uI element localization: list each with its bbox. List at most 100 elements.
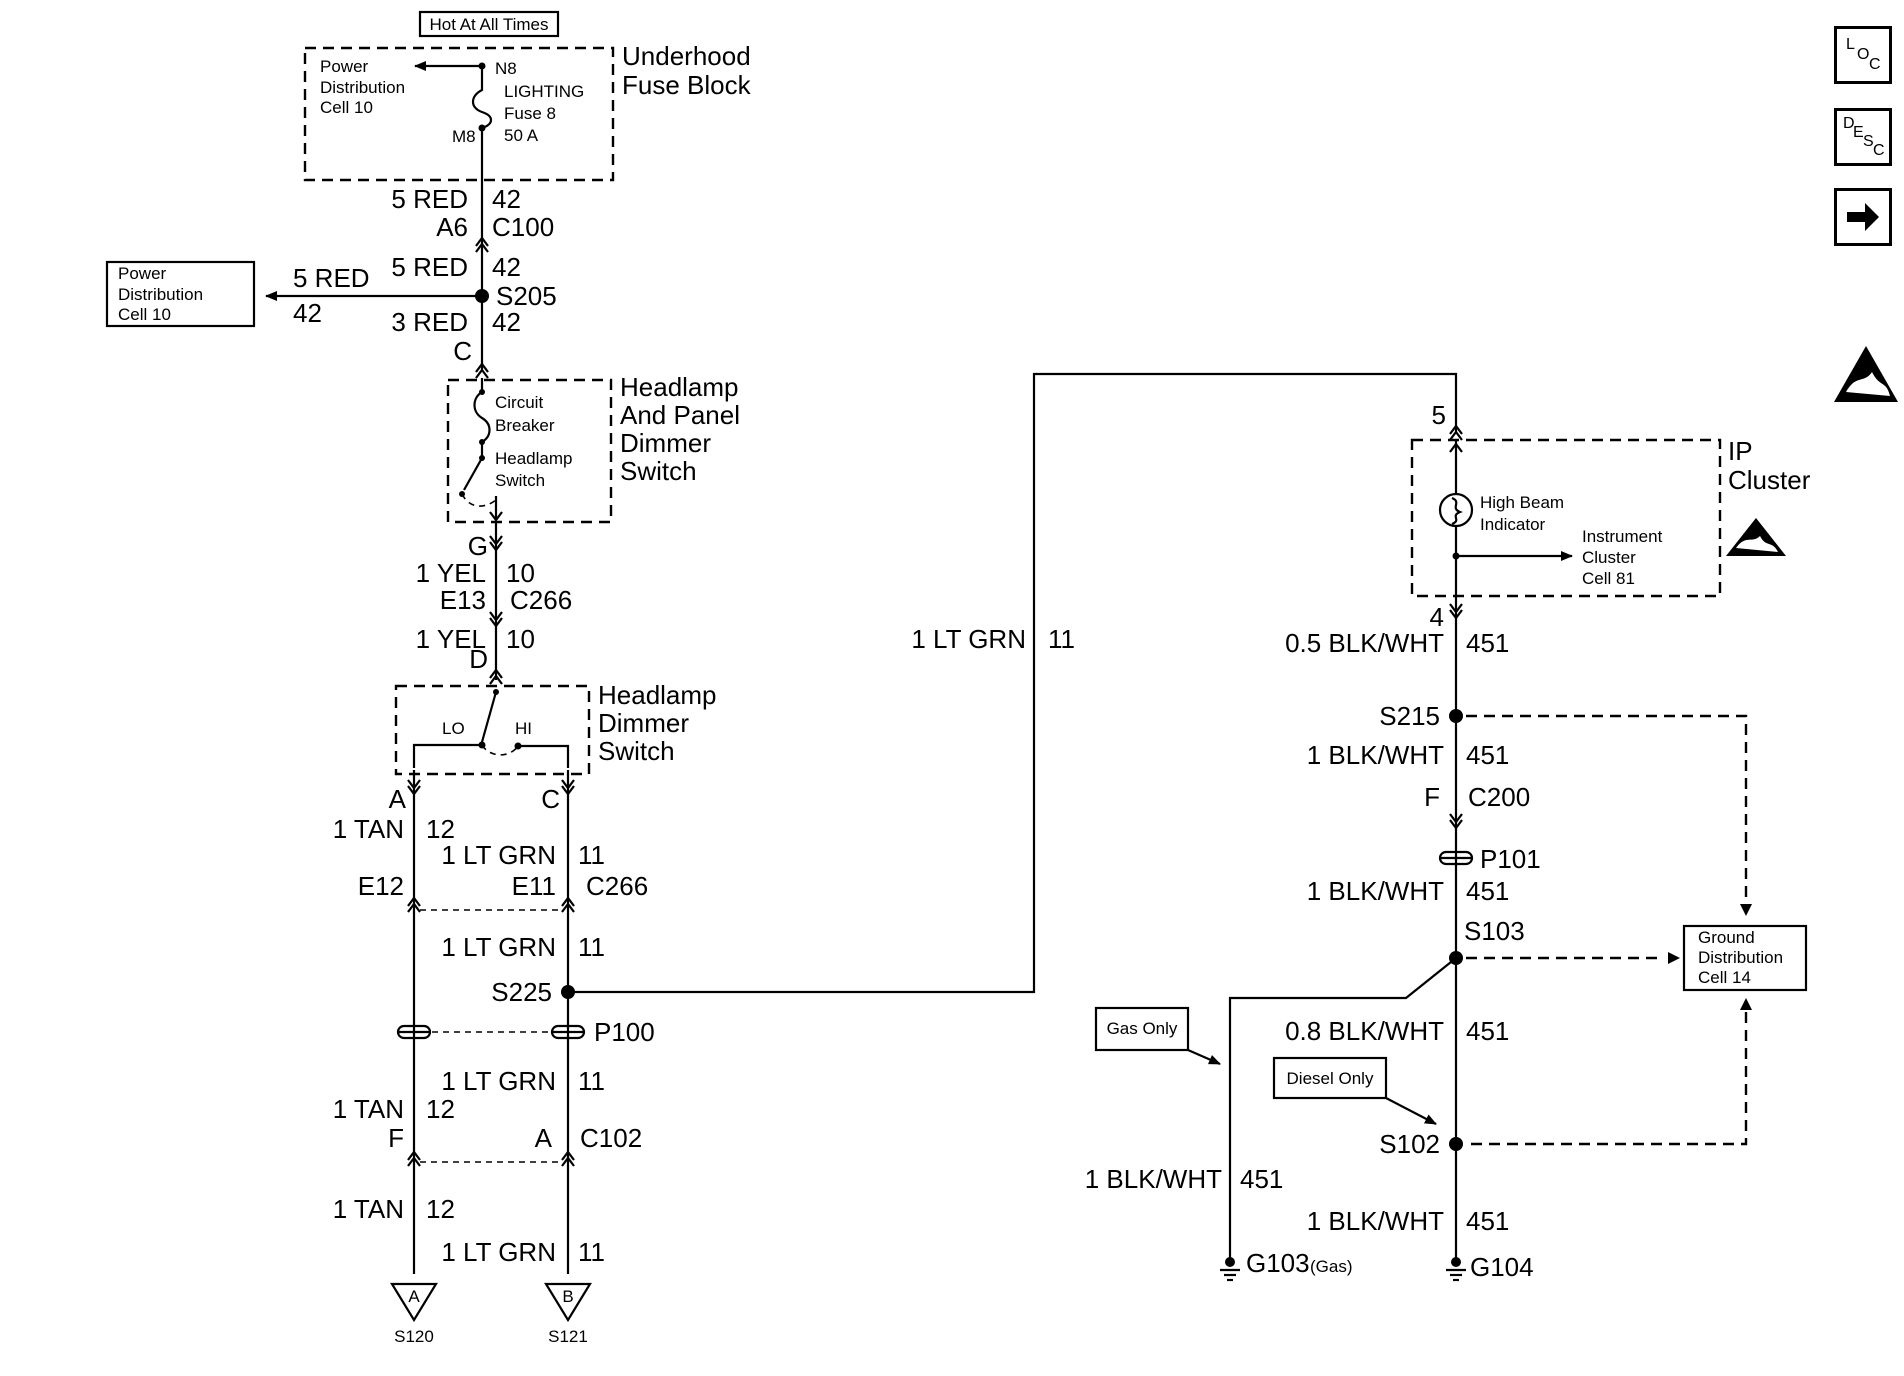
w-a-tan-circuit: 12 [426, 814, 455, 844]
w-a-tan-pin: A [389, 784, 407, 814]
w-tan-low-wire: 1 TAN [333, 1194, 404, 1224]
connector-a-symbol [407, 779, 421, 796]
w-grn-low-wire: 1 LT GRN [441, 1237, 556, 1267]
w-s205-top-circuit: 42 [492, 252, 521, 282]
loc-letter-c: C [1869, 56, 1881, 73]
dimmer-switch-blade [480, 691, 498, 743]
hot-at-all-times-label: Hot At All Times [429, 15, 548, 34]
w-451-b-wire: 1 BLK/WHT [1307, 740, 1444, 770]
headlamp-switch-blade [463, 457, 483, 491]
arrow-right-icon[interactable] [1834, 188, 1892, 246]
w-p100-below-circuit: 11 [578, 1066, 605, 1096]
w-c-grn-pin: C [541, 784, 560, 814]
ip-hb-2: Indicator [1480, 515, 1546, 534]
w-s225-circuit: 11 [578, 932, 605, 962]
s102-label: S102 [1379, 1129, 1440, 1159]
w-451-b-pin: F [1424, 782, 1440, 812]
w-long-wire: 1 LT GRN [911, 624, 1026, 654]
hps-label-4: Switch [620, 456, 697, 486]
fuse-pin-m8: M8 [452, 127, 476, 146]
lighting-fuse-symbol [471, 66, 493, 130]
dimmer-lo: LO [442, 719, 465, 738]
g103-label: G103 [1246, 1248, 1310, 1278]
switch-travel-dotted [461, 493, 497, 507]
ground-g103-symbol [1220, 1257, 1240, 1282]
w-a6-circuit: 42 [492, 184, 521, 214]
desc-letter-s: S [1863, 133, 1874, 150]
w-tan-mid-pin: F [388, 1123, 404, 1153]
w-g-circuit: 10 [506, 558, 535, 588]
dimmer-hi-contact [518, 744, 570, 768]
connector-e11-symbol [561, 896, 575, 913]
w-451-b-circuit: 451 [1466, 740, 1509, 770]
connector-c266-top-symbol [489, 611, 503, 628]
dimmer-label-3: Switch [598, 736, 675, 766]
pd-cell-box-2: Distribution [118, 285, 203, 304]
w-s205-bottom-circuit: 42 [492, 307, 521, 337]
fuse-pin-n8: N8 [495, 59, 517, 78]
s103-label: S103 [1464, 916, 1525, 946]
connector-c-right-symbol [561, 779, 575, 796]
underhood-fuse-block-label-1: Underhood [622, 41, 751, 71]
hps-label-3: Dimmer [620, 428, 711, 458]
w-451-c-wire: 1 BLK/WHT [1307, 876, 1444, 906]
w-451-e-wire: 1 BLK/WHT [1085, 1164, 1222, 1194]
w-s205-left-wire: 5 RED [293, 263, 370, 293]
w-s205-bottom-wire: 3 RED [391, 307, 468, 337]
ip-pin-5: 5 [1432, 400, 1446, 430]
hps-hs-2: Switch [495, 471, 545, 490]
connector-c-symbol [475, 362, 489, 379]
underhood-fuse-block-label-2: Fuse Block [622, 70, 752, 100]
w-s205-top-wire: 5 RED [391, 252, 468, 282]
s215-ground-link [1466, 714, 1748, 910]
gas-only-box [1094, 1006, 1190, 1052]
pd-cell-box-3: Cell 10 [118, 305, 171, 324]
ref-a-label: S120 [394, 1327, 434, 1346]
w-c-grn-connector: C266 [586, 871, 648, 901]
connector-e12-symbol [407, 896, 421, 913]
w-451-a-wire: 0.5 BLK/WHT [1285, 628, 1444, 658]
pd-cell-top-2: Distribution [320, 78, 405, 97]
hot-at-all-times-box [418, 10, 560, 38]
esd-warning-icon [1834, 346, 1898, 402]
dimmer-label-2: Dimmer [598, 708, 689, 738]
s215-label: S215 [1379, 701, 1440, 731]
ground-dist-2: Distribution [1698, 948, 1783, 967]
w-a6-connector: C100 [492, 212, 554, 242]
ip-cluster-outline [1410, 438, 1722, 598]
ref-b-label: S121 [548, 1327, 588, 1346]
connector-c100-symbol [475, 236, 489, 253]
wire-451-gas-branch [1228, 957, 1457, 1258]
w-grn-low-circuit: 11 [578, 1237, 605, 1267]
w-d-wire: 1 YEL [416, 624, 486, 654]
ip-hb-1: High Beam [1480, 493, 1564, 512]
fuse-rating: 50 A [504, 126, 539, 145]
dimmer-label-1: Headlamp [598, 680, 717, 710]
dimmer-hi: HI [515, 719, 532, 738]
gas-only-arrow [1187, 1048, 1221, 1066]
ip-ic-2: Cluster [1582, 548, 1636, 567]
hps-cb-1: Circuit [495, 393, 543, 412]
ip-cluster-label-2: Cluster [1728, 465, 1811, 495]
description-icon[interactable]: D E S C [1834, 108, 1892, 166]
location-icon[interactable]: L O C [1834, 26, 1892, 84]
ref-a-letter: A [408, 1287, 420, 1306]
loc-letter-o: O [1857, 46, 1870, 63]
connector-c200-symbol [1449, 813, 1463, 830]
w-s205-bottom-pin: C [453, 336, 472, 366]
hps-label-2: And Panel [620, 400, 740, 430]
connector-f-symbol [407, 1150, 421, 1167]
headlamp-panel-switch-outline [446, 378, 613, 524]
w-a6-wire: 5 RED [391, 184, 468, 214]
desc-letter-d: D [1843, 115, 1855, 132]
s205-label: S205 [496, 281, 557, 311]
w-g-connector: C266 [510, 585, 572, 615]
w-451-a-circuit: 451 [1466, 628, 1509, 658]
g104-label: G104 [1470, 1252, 1534, 1282]
w-g-wire: 1 YEL [416, 558, 486, 588]
p101-label: P101 [1480, 844, 1541, 874]
w-451-f-wire: 1 BLK/WHT [1307, 1206, 1444, 1236]
desc-letter-c: C [1873, 142, 1885, 159]
connector-d-symbol [489, 668, 503, 685]
